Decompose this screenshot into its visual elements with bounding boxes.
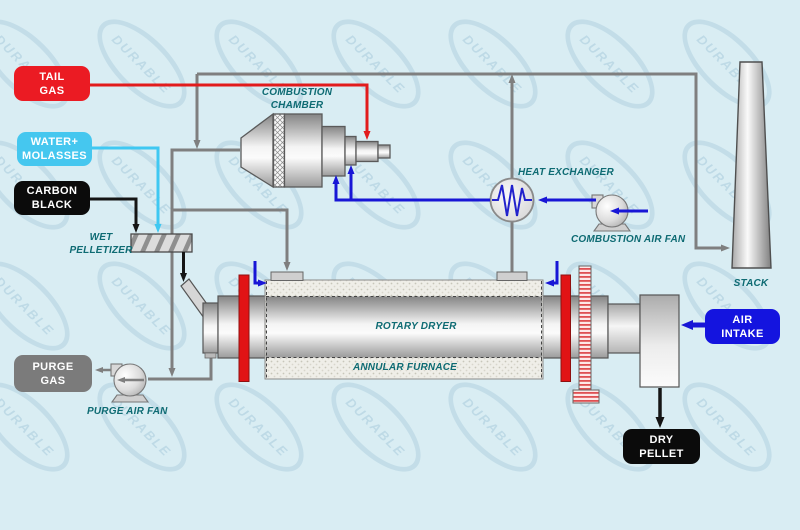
combustion-chamber-label: COMBUSTION CHAMBER (261, 87, 333, 111)
annular-furnace-label: ANNULAR FURNACE (352, 362, 458, 373)
dry-pellet-box: DRY PELLET (623, 429, 700, 464)
chamber-step1 (321, 125, 346, 177)
pipe-chamber-outlet (168, 148, 240, 377)
tail-gas-line (90, 83, 371, 140)
wet-pelletizer-icon (130, 233, 193, 253)
burner-mesh-band (272, 113, 286, 188)
pipe-to-furnace-inlet (172, 208, 291, 271)
tail-gas-box: TAIL GAS (14, 66, 90, 101)
tail-gas-label: TAIL (39, 70, 65, 83)
combustion-air-fan-label: COMBUSTION AIR FAN (571, 234, 686, 245)
furnace-inlet-port-2 (496, 271, 528, 281)
heat-exchanger-label: HEAT EXCHANGER (518, 167, 614, 178)
rotary-dryer-assembly (202, 265, 680, 404)
burner-funnel (240, 112, 274, 189)
water-molasses-box: WATER+ MOLASSES (17, 132, 92, 166)
hx-coil (492, 184, 532, 217)
purge-air-fan-icon (110, 363, 150, 403)
drive-gear-base (572, 389, 600, 404)
seal-air-hook-left (253, 261, 267, 287)
stream-lines (90, 83, 706, 428)
chamber-body (283, 113, 323, 188)
seal-air-hook-right (545, 261, 559, 287)
chamber-tip (377, 144, 391, 159)
purge-air-fan-label: PURGE AIR FAN (87, 406, 168, 417)
carbon-black-line (90, 197, 140, 233)
purge-takeoff-stub (204, 352, 217, 359)
carbon-black-box: CARBON BLACK (14, 181, 90, 215)
dryer-left-end (202, 302, 219, 354)
pipe-purge-suction (148, 356, 213, 381)
flange-left (238, 274, 250, 382)
air-intake-box: AIR INTAKE (705, 309, 780, 344)
chamber-step2 (344, 135, 357, 166)
drum-inner-shell (266, 296, 542, 358)
rotary-dryer-label: ROTARY DRYER (375, 321, 457, 332)
drum-dashed-boundaries (266, 281, 542, 378)
drive-gear (578, 265, 592, 391)
flange-right (560, 274, 571, 382)
heat-exchanger-icon (489, 177, 535, 223)
water-molasses-line (92, 146, 162, 233)
furnace-inlet-port-1 (270, 271, 304, 281)
chamber-step3 (355, 140, 379, 163)
preheated-air-line (332, 175, 490, 202)
stack-icon (731, 61, 772, 269)
discharge-neck (607, 303, 641, 354)
pipe-to-stack (197, 72, 730, 252)
air-intake-label: AIR (732, 313, 753, 326)
gray-gas-piping (148, 72, 730, 381)
carbon-black-label: CARBON (26, 185, 78, 197)
purge-gas-box: PURGE GAS (14, 355, 92, 392)
dry-pellet-label: DRY (649, 433, 674, 446)
wet-pelletizer-label: WET PELLETIZER (69, 232, 133, 256)
purge-gas-label: PURGE (32, 360, 74, 373)
discharge-housing (639, 294, 680, 388)
water-molasses-label: WATER+ (30, 136, 79, 148)
stack-label: STACK (733, 278, 769, 289)
combustion-air-fan-icon (591, 194, 632, 232)
